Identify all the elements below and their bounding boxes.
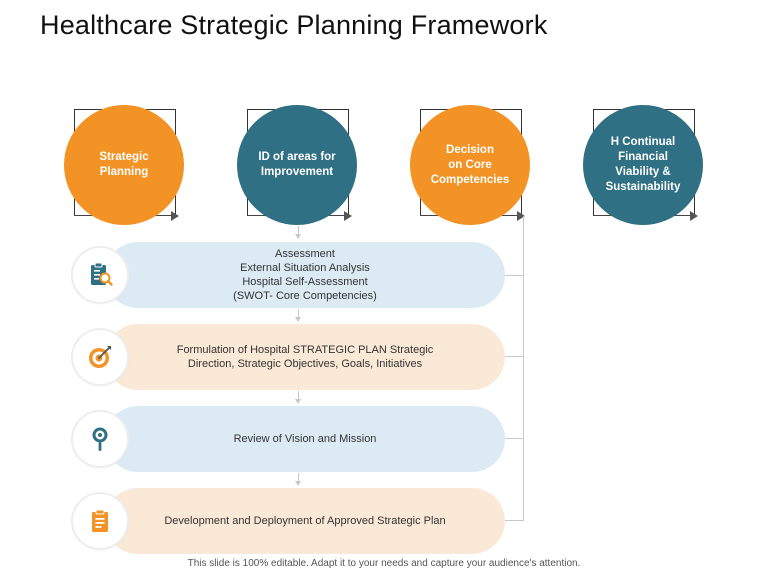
feedback-tick: [505, 275, 523, 276]
page-title: Healthcare Strategic Planning Framework: [40, 10, 548, 40]
connector-arrow: [295, 234, 301, 239]
connector-line: [298, 226, 299, 236]
stage-circle-strategic-planning: Strategic Planning: [64, 105, 184, 225]
footer-note: This slide is 100% editable. Adapt it to…: [187, 558, 581, 569]
step-assessment: Assessment External Situation Analysis H…: [105, 242, 505, 308]
step-text: Formulation of Hospital STRATEGIC PLAN S…: [176, 344, 434, 370]
connector-line: [298, 391, 299, 401]
stage-label: ID of areas for Improvement: [258, 151, 336, 178]
connector-line: [298, 473, 299, 483]
step-text: Development and Deployment of Approved S…: [164, 515, 446, 527]
stage-arrow-head: [517, 211, 525, 221]
stage-label: H Continual Financial Viability & Sustai…: [605, 136, 681, 193]
step-review: Review of Vision and Mission: [105, 406, 505, 472]
stage-circle-financial-viability: H Continual Financial Viability & Sustai…: [583, 105, 703, 225]
feedback-tick: [505, 356, 523, 357]
connector-arrow: [295, 481, 301, 486]
step-development: Development and Deployment of Approved S…: [105, 488, 505, 554]
step-icon-holder: [73, 330, 127, 384]
target-icon: [89, 346, 111, 368]
connector-arrow: [295, 399, 301, 404]
stage-arrow-head: [344, 211, 352, 221]
stage-circle-core-competencies: Decision on Core Competencies: [410, 105, 530, 225]
stage-arrow-head: [690, 211, 698, 221]
clipboard-magnifier-icon: [91, 262, 113, 286]
stage-label: Strategic Planning: [99, 151, 149, 178]
step-text: Assessment External Situation Analysis H…: [233, 248, 377, 302]
stage-circle-areas-for-improvement: ID of areas for Improvement: [237, 105, 357, 225]
feedback-tick: [505, 438, 523, 439]
stage-label: Decision on Core Competencies: [430, 143, 510, 186]
feedback-bracket: [523, 216, 524, 521]
step-icon-holder: [73, 248, 127, 302]
feedback-tick: [505, 520, 523, 521]
stage-arrow-head: [171, 211, 179, 221]
magnifier-icon: [92, 427, 108, 451]
step-icon-holder: [73, 412, 127, 466]
clipboard-icon: [92, 509, 108, 532]
step-icon-holder: [73, 494, 127, 548]
step-formulation: Formulation of Hospital STRATEGIC PLAN S…: [105, 324, 505, 390]
connector-arrow: [295, 317, 301, 322]
step-text: Review of Vision and Mission: [233, 433, 377, 445]
connector-line: [298, 309, 299, 319]
